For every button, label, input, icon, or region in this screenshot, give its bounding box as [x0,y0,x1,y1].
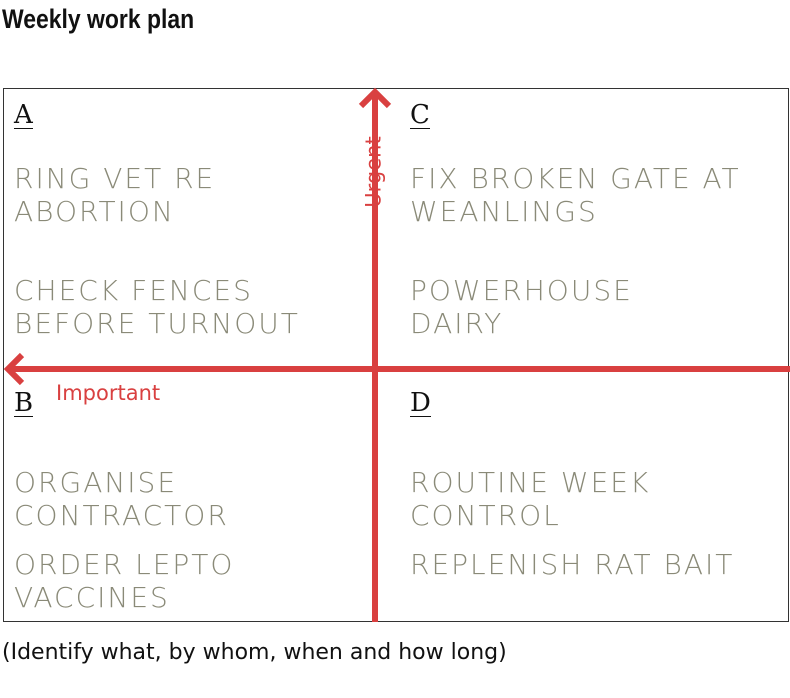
task: Fix broken gate at weanlings [410,162,741,228]
task: Replenish rat bait [410,548,735,581]
task: Organise contractor [14,466,229,532]
important-arrowhead-icon [3,352,25,386]
task: Check fences before turnout [14,274,300,340]
task: Powerhouse dairy [410,274,633,340]
quadrant-b-letter: B [14,388,34,418]
quadrant-frame [3,88,789,622]
quadrant-a-letter: A [14,100,33,130]
page-title: Weekly work plan [2,4,195,34]
important-label: Important [56,381,161,405]
task: Routine week control [410,466,651,532]
task: Ring vet re abortion [14,162,216,228]
urgent-arrowhead-icon [358,87,392,109]
urgent-label: Urgent [361,136,386,208]
quadrant-d-letter: D [410,388,431,418]
task: Order lepto vaccines [14,548,235,614]
quadrant-c-letter: C [410,100,430,130]
footnote: (Identify what, by whom, when and how lo… [2,640,507,665]
